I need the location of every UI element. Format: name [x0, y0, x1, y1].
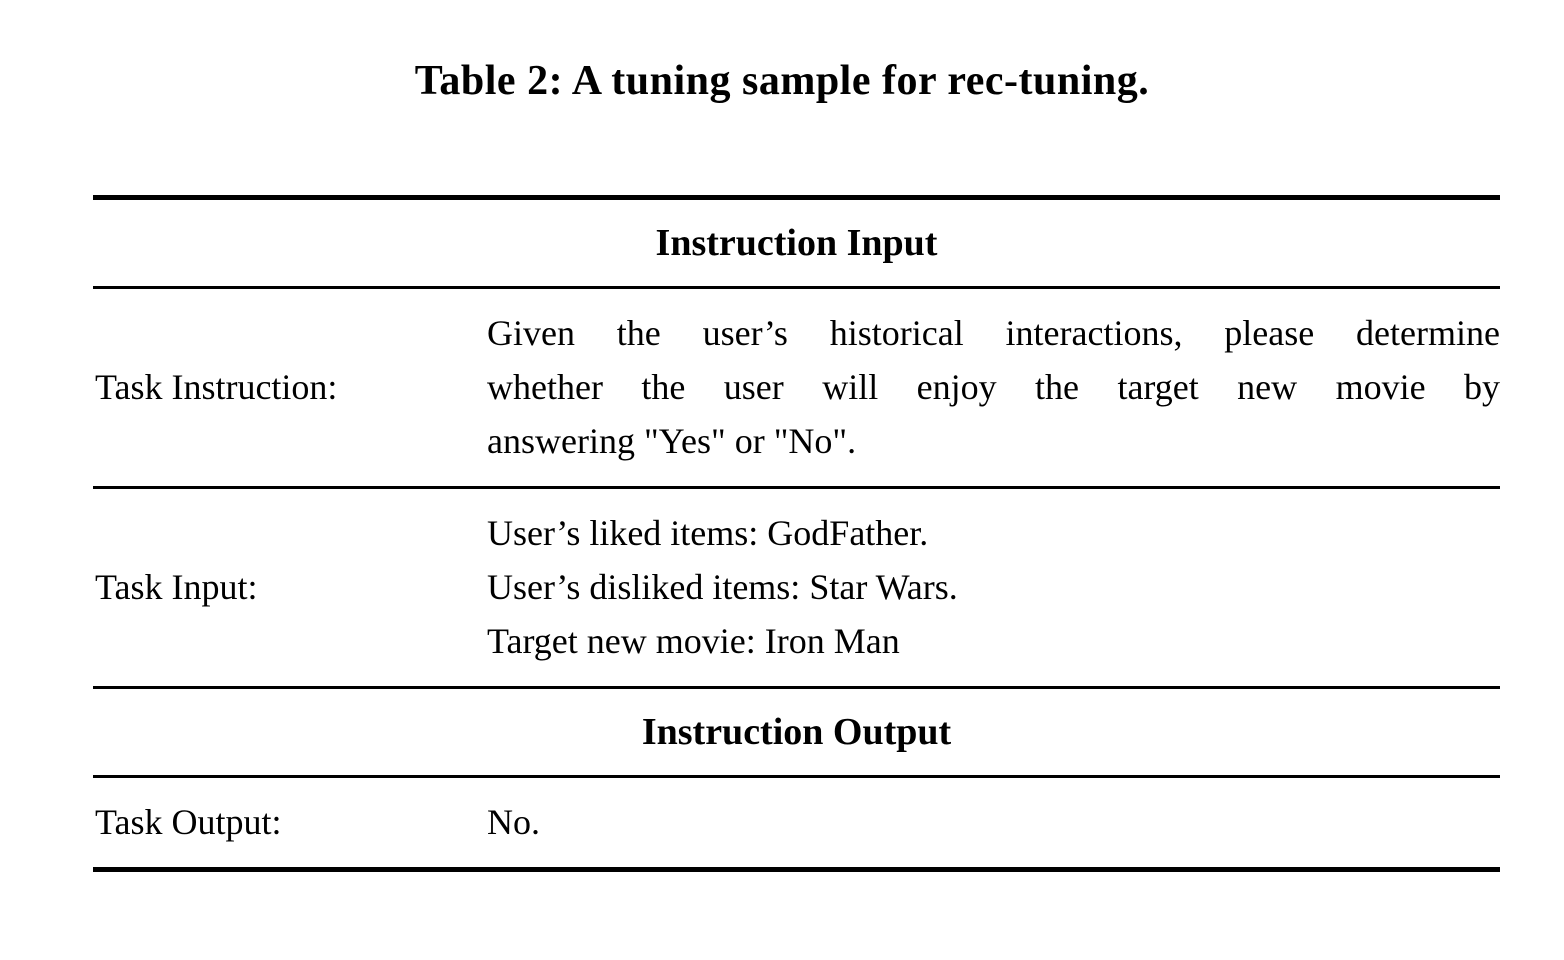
paper-page: Table 2: A tuning sample for rec-tuning.…: [0, 56, 1564, 960]
task-input-label: Task Input:: [95, 567, 258, 607]
task-output-value: No.: [487, 802, 540, 842]
task-input-content: User’s liked items: GodFather. User’s di…: [487, 506, 1500, 668]
task-instruction-row: Task Instruction: Given the user’s histo…: [93, 289, 1500, 489]
section-header-instruction-input: Instruction Input: [93, 200, 1500, 289]
section-header-instruction-output: Instruction Output: [93, 689, 1500, 778]
task-input-row: Task Input: User’s liked items: GodFathe…: [93, 489, 1500, 689]
rec-tuning-table: Instruction Input Task Instruction: Give…: [93, 195, 1500, 872]
task-output-row: Task Output: No.: [93, 778, 1500, 867]
task-output-content: No.: [487, 795, 1500, 849]
task-input-line-2: User’s disliked items: Star Wars.: [487, 567, 958, 607]
task-input-line-1: User’s liked items: GodFather.: [487, 513, 929, 553]
task-instruction-line-3: answering "Yes" or "No".: [487, 421, 857, 461]
task-instruction-content: Given the user’s historical interactions…: [487, 306, 1500, 468]
task-output-label: Task Output:: [95, 802, 282, 842]
table-caption: Table 2: A tuning sample for rec-tuning.: [414, 58, 1150, 104]
task-instruction-line-1: Given the user’s historical interactions…: [487, 313, 1500, 353]
task-instruction-line-2: whether the user will enjoy the target n…: [487, 367, 1500, 407]
task-instruction-label: Task Instruction:: [95, 367, 338, 407]
task-input-line-3: Target new movie: Iron Man: [487, 621, 900, 661]
